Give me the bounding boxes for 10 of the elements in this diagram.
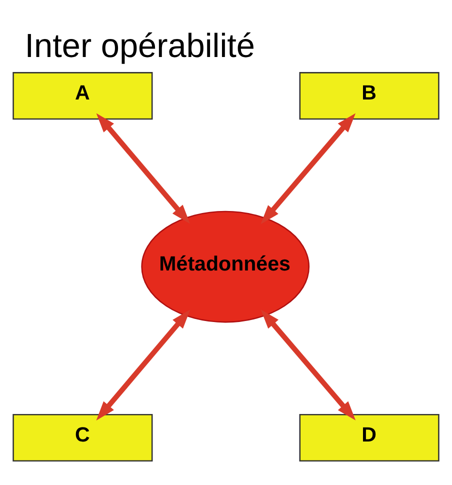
diagram-title: Inter opérabilité — [24, 28, 256, 65]
node-box: A — [12, 72, 153, 120]
arrow — [260, 309, 356, 420]
node-box: D — [299, 413, 440, 461]
arrow — [260, 112, 356, 224]
node-ellipse: Métadonnées — [141, 210, 310, 322]
node-box: B — [299, 72, 440, 120]
arrow — [96, 308, 190, 420]
arrow — [96, 112, 190, 224]
node-box: C — [12, 413, 153, 461]
